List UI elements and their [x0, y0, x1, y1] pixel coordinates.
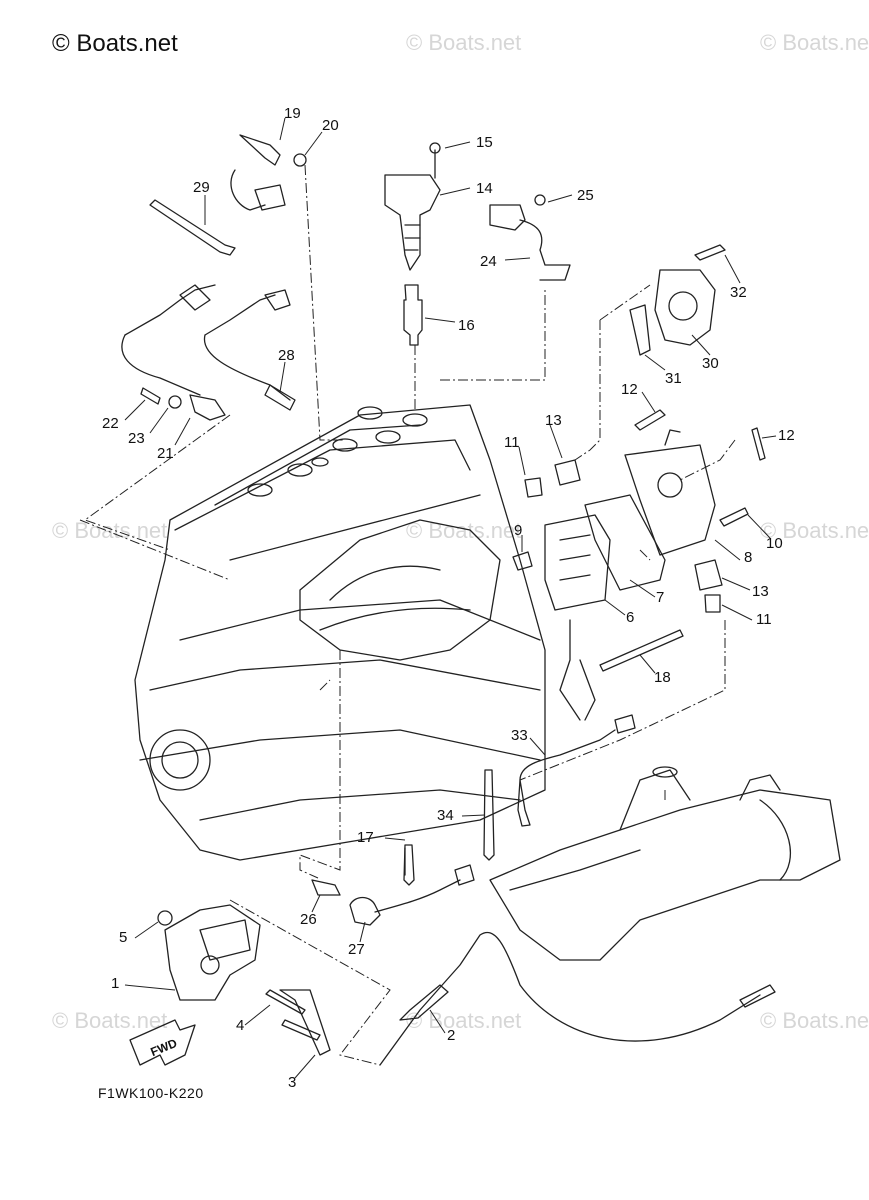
throttle-cable [379, 931, 761, 1066]
control-module [544, 514, 611, 611]
part-number-label: 12 [621, 381, 638, 398]
part-number-label: 27 [348, 941, 365, 958]
part-number-label: 18 [654, 669, 671, 686]
part-number-label: 11 [504, 434, 520, 451]
brand-logo: © Boats.net [52, 30, 178, 57]
watermark: © Boats.net [760, 30, 869, 55]
temperature-sensor [149, 199, 236, 256]
part-number-label: 28 [278, 347, 295, 364]
part-number-label: 30 [702, 355, 719, 372]
part-number-label: 5 [119, 929, 127, 946]
part-number-label: 23 [128, 430, 145, 447]
part-number-label: 24 [480, 253, 497, 270]
part-number-label: 14 [476, 180, 493, 197]
part-number-label: 16 [458, 317, 475, 334]
intake-manifold [299, 519, 501, 661]
spark-plug [403, 284, 423, 346]
watermark: © Boats.net [406, 30, 522, 55]
throttle-body [654, 269, 716, 346]
part-number-label: 15 [476, 134, 493, 151]
part-number-label: 2 [447, 1027, 455, 1044]
part-number-label: 13 [545, 412, 562, 429]
gasket [584, 494, 666, 591]
part-number-label: 9 [514, 522, 522, 539]
watermark: © Boats.net [760, 518, 869, 543]
fwd-arrow [129, 1019, 196, 1066]
part-number-label: 34 [437, 807, 454, 824]
ignition-coil [384, 174, 441, 271]
fwd-label: FWD [148, 1036, 179, 1059]
watermark: © Boats.net [52, 1008, 168, 1033]
part-number-label: 12 [778, 427, 795, 444]
part-number-label: 31 [665, 370, 682, 387]
part-number-label: 20 [322, 117, 339, 134]
part-number-label: 19 [284, 105, 301, 122]
part-number-label: 21 [157, 445, 174, 462]
bracket [624, 444, 716, 556]
watermark: © Boats.net [760, 1008, 869, 1033]
part-number-label: 26 [300, 911, 317, 928]
part-number-label: 11 [756, 611, 772, 628]
part-number-label: 4 [236, 1017, 244, 1034]
part-number-label: 7 [656, 589, 664, 606]
part-number-label: 3 [288, 1074, 296, 1091]
part-number-label: 17 [357, 829, 374, 846]
engine-block [134, 404, 546, 861]
sensor [489, 204, 526, 231]
part-number-label: 10 [766, 535, 783, 552]
part-number-label: 8 [744, 549, 752, 566]
exhaust-pipe [489, 789, 841, 961]
part-number-label: 13 [752, 583, 769, 600]
watermark: © Boats.net [52, 518, 168, 543]
part-number-label: 25 [577, 187, 594, 204]
part-number-label: 29 [193, 179, 210, 196]
throttle-linkage [164, 904, 261, 1001]
part-number-label: 32 [730, 284, 747, 301]
part-number-label: 6 [626, 609, 634, 626]
part-number-label: 22 [102, 415, 119, 432]
diagram-code: F1WK100-K220 [98, 1085, 204, 1101]
watermark: © Boats.net [406, 518, 522, 543]
part-number-label: 33 [511, 727, 528, 744]
part-number-label: 1 [111, 975, 119, 992]
